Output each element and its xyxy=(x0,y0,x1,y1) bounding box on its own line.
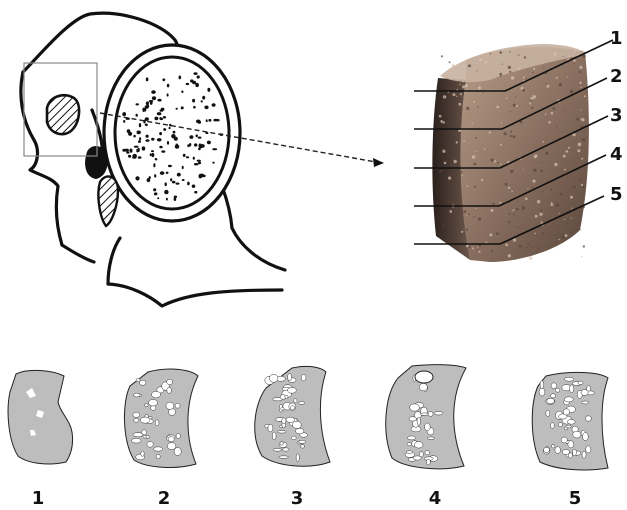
section-5 xyxy=(532,372,608,470)
neck-back xyxy=(232,228,285,270)
black-blob-icon xyxy=(86,147,106,178)
section-3 xyxy=(255,366,330,466)
section-label-5: 5 xyxy=(569,488,582,509)
section-label-2: 2 xyxy=(158,488,171,509)
block-label-1: 1 xyxy=(610,28,623,49)
section-4 xyxy=(386,365,466,469)
cross-sections xyxy=(8,365,608,470)
neck-shoulders xyxy=(108,238,282,306)
block-label-3: 3 xyxy=(610,105,623,126)
pointer-arrow-head-icon xyxy=(373,158,384,167)
section-labels: 1 2 3 4 5 xyxy=(32,488,582,509)
section-label-4: 4 xyxy=(429,488,442,509)
block-labels: 1 2 3 4 5 xyxy=(610,28,623,205)
section-1 xyxy=(8,370,72,464)
section-2 xyxy=(124,369,198,467)
block-label-2: 2 xyxy=(610,66,623,87)
cranium-section xyxy=(104,45,240,221)
block-label-4: 4 xyxy=(610,144,623,165)
section-label-1: 1 xyxy=(32,488,45,509)
hatched-leaf-icon xyxy=(98,176,118,226)
section-label-3: 3 xyxy=(291,488,304,509)
jaw-line xyxy=(62,245,94,262)
block-label-5: 5 xyxy=(610,184,623,205)
condyle-hatched-icon xyxy=(47,95,79,134)
bone-block-3d xyxy=(432,44,589,262)
